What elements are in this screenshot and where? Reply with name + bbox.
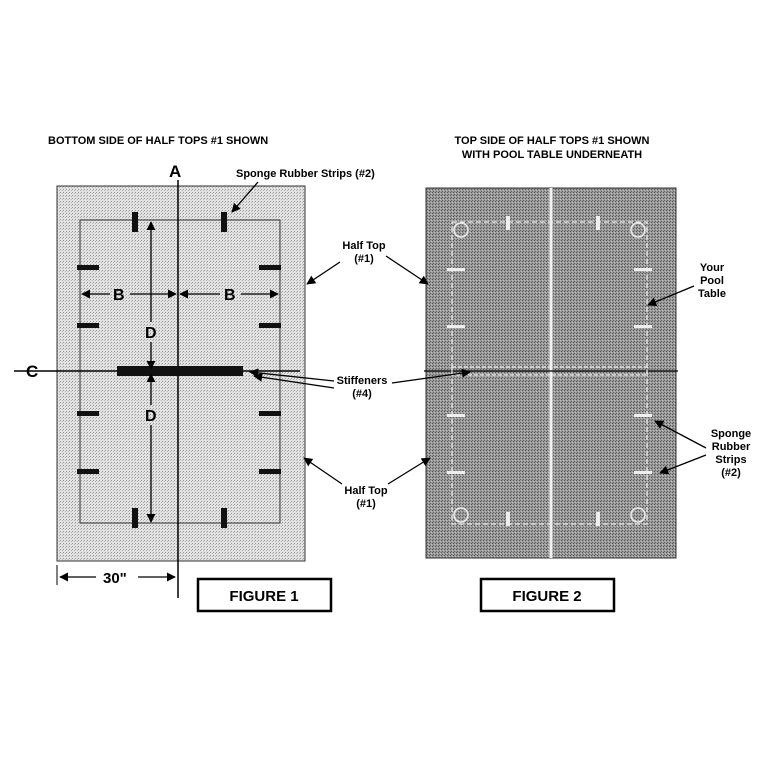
- callout-your-pool-line2: Pool: [700, 275, 724, 287]
- sponge-strip: [259, 323, 281, 328]
- callout-stiffeners-line1: Stiffeners: [337, 375, 388, 387]
- callout-sponge-top-arrow: [231, 181, 259, 213]
- dim-b-right-label: B: [224, 287, 236, 304]
- stiffener-bar: [117, 366, 243, 376]
- figure-1-box: [196, 577, 333, 613]
- pocket: [630, 507, 646, 523]
- dim-b-left-label: B: [113, 287, 125, 304]
- callout-sponge-right-line2: Rubber: [712, 441, 751, 453]
- callout-half-top-2-line1: Half Top: [344, 485, 387, 497]
- callout-half-top-2-line2: (#1): [356, 498, 376, 510]
- sponge-strips-fig2: [447, 216, 652, 526]
- callout-half-top-2-arrow-left: [303, 457, 343, 485]
- callout-your-pool-line3: Table: [698, 288, 726, 300]
- sponge-strip: [506, 216, 510, 230]
- sponge-strip: [447, 414, 465, 417]
- axis-c-label: C: [26, 362, 38, 381]
- callout-stiffeners-arrow-a: [249, 368, 335, 382]
- sponge-strip: [634, 325, 652, 328]
- sponge-strip: [259, 411, 281, 416]
- dim-d-bottom-label: D: [145, 408, 157, 425]
- callout-sponge-right-line1: Sponge: [711, 428, 751, 440]
- callouts: Sponge Rubber Strips (#2) Half Top (#1) …: [231, 168, 751, 510]
- dim-d-top-label: D: [145, 325, 157, 342]
- figure-1: BOTTOM SIDE OF HALF TOPS #1 SHOWN A C: [14, 135, 333, 613]
- callout-half-top-2-arrow-right: [387, 457, 431, 485]
- callout-half-top-1-line1: Half Top: [342, 240, 385, 252]
- callout-stiffeners-line2: (#4): [352, 388, 372, 400]
- sponge-strip: [132, 508, 138, 528]
- figure-2-caption-line1: TOP SIDE OF HALF TOPS #1 SHOWN: [455, 135, 650, 147]
- sponge-strip: [447, 268, 465, 271]
- callout-your-pool-arrow: [647, 285, 695, 307]
- callout-stiffeners-arrow-c: [391, 368, 471, 384]
- callout-half-top-1-arrow-right: [385, 255, 429, 285]
- figure-2-caption-line2: WITH POOL TABLE UNDERNEATH: [462, 149, 642, 161]
- sponge-strip: [596, 512, 600, 526]
- stiffener-outline: [451, 366, 648, 376]
- pocket: [630, 222, 646, 238]
- sponge-strip: [221, 212, 227, 232]
- figure-2-label: FIGURE 2: [512, 588, 581, 605]
- sponge-strip: [506, 512, 510, 526]
- sponge-strip: [77, 411, 99, 416]
- callout-half-top-1-arrow-left: [306, 261, 341, 285]
- callout-stiffeners-arrow-b: [253, 372, 335, 389]
- sponge-strip: [634, 268, 652, 271]
- pocket: [453, 507, 469, 523]
- sponge-strip: [132, 212, 138, 232]
- sponge-strip: [259, 469, 281, 474]
- figure-1-caption: BOTTOM SIDE OF HALF TOPS #1 SHOWN: [48, 135, 268, 147]
- sponge-strip: [634, 471, 652, 474]
- callout-sponge-top: Sponge Rubber Strips (#2): [236, 168, 375, 180]
- callout-sponge-right-arrow-a: [654, 420, 707, 449]
- dim-30-label: 30": [103, 570, 127, 587]
- sponge-strip: [77, 323, 99, 328]
- callout-sponge-right-line3: Strips: [715, 454, 746, 466]
- figure-1-label: FIGURE 1: [229, 588, 298, 605]
- sponge-strip: [77, 469, 99, 474]
- sponge-strip: [77, 265, 99, 270]
- sponge-strips-fig1: [77, 212, 281, 528]
- sponge-strip: [596, 216, 600, 230]
- sponge-strip: [634, 414, 652, 417]
- sponge-strip: [221, 508, 227, 528]
- axis-a-label: A: [169, 162, 181, 181]
- sponge-strip: [447, 325, 465, 328]
- callout-sponge-right-arrow-b: [659, 454, 707, 475]
- sponge-strip: [447, 471, 465, 474]
- figure-2-box: [479, 577, 616, 613]
- callout-half-top-1-line2: (#1): [354, 253, 374, 265]
- sponge-strip: [259, 265, 281, 270]
- callout-your-pool-line1: Your: [700, 262, 725, 274]
- callout-sponge-right-line4: (#2): [721, 467, 741, 479]
- pocket: [453, 222, 469, 238]
